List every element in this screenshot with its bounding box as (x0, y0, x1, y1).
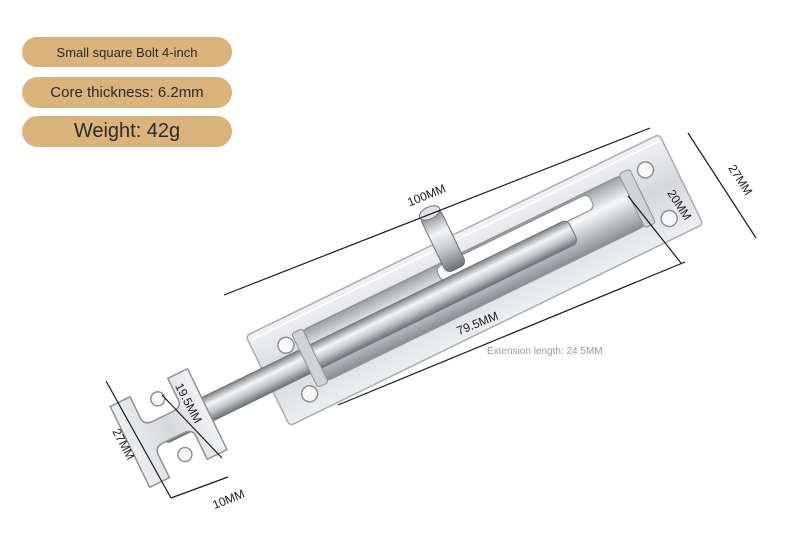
keeper-width-dimension: 10MM (210, 487, 246, 512)
weight-badge: Weight: 42g (22, 116, 232, 147)
screw-hole (277, 336, 295, 355)
product-name-badge: Small square Bolt 4-inch (22, 37, 232, 67)
screw-hole (636, 161, 655, 179)
screw-hole (300, 385, 319, 403)
product-name: Small square Bolt 4-inch (56, 44, 198, 60)
screw-hole (177, 446, 193, 463)
screw-hole (149, 391, 166, 407)
core-thickness: Core thickness: 6.2mm (50, 84, 204, 101)
bolt-assembly (155, 134, 703, 443)
plate-height-dimension: 27MM (725, 162, 755, 198)
keeper-bracket (109, 367, 228, 489)
screw-hole (660, 209, 678, 228)
core-thickness-badge: Core thickness: 6.2mm (22, 77, 232, 108)
length-dimension: 100MM (405, 181, 447, 209)
weight: Weight: 42g (73, 120, 181, 142)
extension-length: Extension length: 24.5MM (487, 346, 603, 357)
dimension-lines (105, 127, 757, 499)
